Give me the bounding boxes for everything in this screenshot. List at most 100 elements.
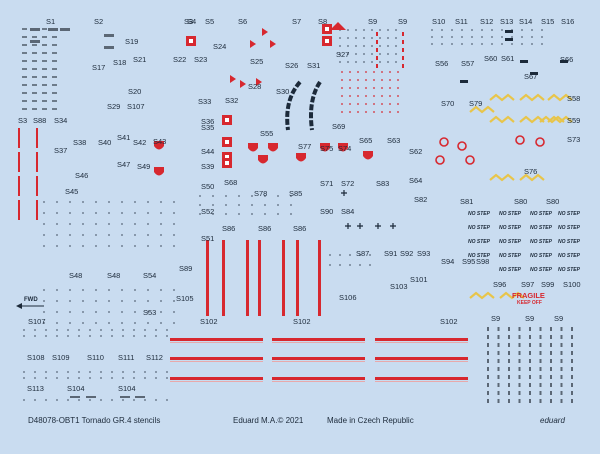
decal-number-label: S65 <box>359 136 373 145</box>
stencil-dot <box>134 223 136 225</box>
stencil-dot <box>56 201 58 203</box>
decal-number-label: S62 <box>409 147 423 156</box>
small-stencil <box>539 351 542 355</box>
decal-number-label: S60 <box>484 54 498 63</box>
stencil-dot <box>379 37 381 39</box>
stencil-dot <box>78 377 80 379</box>
decal-number-label: S79 <box>469 99 483 108</box>
stencil-dot <box>100 377 102 379</box>
stencil-dash <box>52 76 57 78</box>
red-arrow-mark <box>240 80 246 88</box>
stencil-dot <box>371 29 373 31</box>
stencil-dot <box>95 234 97 236</box>
stencil-dot <box>45 399 47 401</box>
stencil-dot <box>147 322 149 324</box>
small-stencil <box>508 343 510 347</box>
stencil-dot <box>166 371 168 373</box>
stencil-dot <box>349 264 351 266</box>
stencil-dot <box>173 223 175 225</box>
stencil-bar <box>120 396 130 398</box>
red-stripe-s86 <box>296 240 299 316</box>
stencil-dot <box>160 289 162 291</box>
stencil-dot <box>67 329 69 331</box>
red-bar-shadow <box>375 342 468 343</box>
stencil-dot <box>511 36 513 38</box>
decal-number-label: S44 <box>201 147 215 156</box>
stencil-dot <box>155 377 157 379</box>
decal-number-label: S64 <box>409 176 423 185</box>
red-stencil-dot <box>349 71 351 73</box>
small-stencil <box>497 327 500 331</box>
stencil-dot <box>108 311 110 313</box>
stencil-dot <box>69 212 71 214</box>
stencil-dot <box>111 335 113 337</box>
stencil-dot <box>82 212 84 214</box>
stencil-dash <box>32 44 37 46</box>
red-stencil-dot <box>373 103 375 105</box>
stencil-dot <box>481 36 483 38</box>
red-arrow-mark <box>250 40 256 48</box>
stencil-dot <box>134 289 136 291</box>
red-tick <box>402 32 404 36</box>
decal-number-label: S10 <box>432 17 446 26</box>
decal-number-label: S48 <box>69 271 83 280</box>
decal-number-label: S35 <box>201 123 215 132</box>
no-step-stencil: NO STEP <box>558 253 580 259</box>
small-stencil <box>539 335 542 339</box>
stencil-dash <box>42 84 47 86</box>
stencil-dot <box>134 201 136 203</box>
red-stencil-dot <box>389 79 391 81</box>
red-strip <box>36 200 38 220</box>
stencil-dot <box>43 311 45 313</box>
red-bar-s102 <box>375 338 468 341</box>
stencil-dot <box>371 61 373 63</box>
yellow-chevron <box>519 173 545 182</box>
stencil-dash <box>22 52 27 54</box>
stencil-dot <box>108 289 110 291</box>
decal-number-label: S67 <box>524 72 538 81</box>
stencil-dot <box>67 371 69 373</box>
decal-number-label: S97 <box>521 280 535 289</box>
small-stencil <box>560 343 563 347</box>
stencil-dot <box>251 195 253 197</box>
stencil-dot <box>431 36 433 38</box>
red-stencil-dot <box>397 95 399 97</box>
decal-number-label: S23 <box>194 55 208 64</box>
decal-number-label: S113 <box>27 384 44 393</box>
stencil-dot <box>122 335 124 337</box>
stencil-dot <box>501 36 503 38</box>
stencil-dot <box>147 212 149 214</box>
decal-number-label: S2 <box>94 17 104 26</box>
decal-number-label: S4 <box>187 17 197 26</box>
small-stencil <box>518 343 521 347</box>
stencil-dot <box>69 234 71 236</box>
stencil-dot <box>431 29 433 31</box>
decal-number-label: S31 <box>307 61 321 70</box>
decal-number-label: S3 <box>184 17 194 26</box>
decal-number-label: S55 <box>260 129 274 138</box>
stencil-dot <box>56 335 58 337</box>
plus-mark <box>345 223 351 229</box>
stencil-dot <box>134 212 136 214</box>
no-step-stencil: NO STEP <box>499 239 521 245</box>
stencil-dot <box>363 45 365 47</box>
stencil-dot <box>95 245 97 247</box>
stencil-dot <box>69 311 71 313</box>
small-stencil <box>529 351 531 355</box>
red-stencil-dot <box>389 95 391 97</box>
stencil-dot <box>160 300 162 302</box>
stencil-dash <box>22 60 27 62</box>
stencil-dot <box>34 335 36 337</box>
stencil-dot <box>108 322 110 324</box>
stencil-dot <box>277 213 279 215</box>
decal-number-label: S86 <box>258 224 272 233</box>
red-stencil-dot <box>349 111 351 113</box>
decal-number-label: S98 <box>476 257 490 266</box>
red-stencil-dot <box>357 79 359 81</box>
decal-number-label: S33 <box>198 97 212 106</box>
stencil-dot <box>225 195 227 197</box>
no-step-stencil: NO STEP <box>530 267 552 273</box>
small-stencil <box>571 383 573 387</box>
red-stencil-dot <box>365 71 367 73</box>
stencil-dot <box>160 234 162 236</box>
